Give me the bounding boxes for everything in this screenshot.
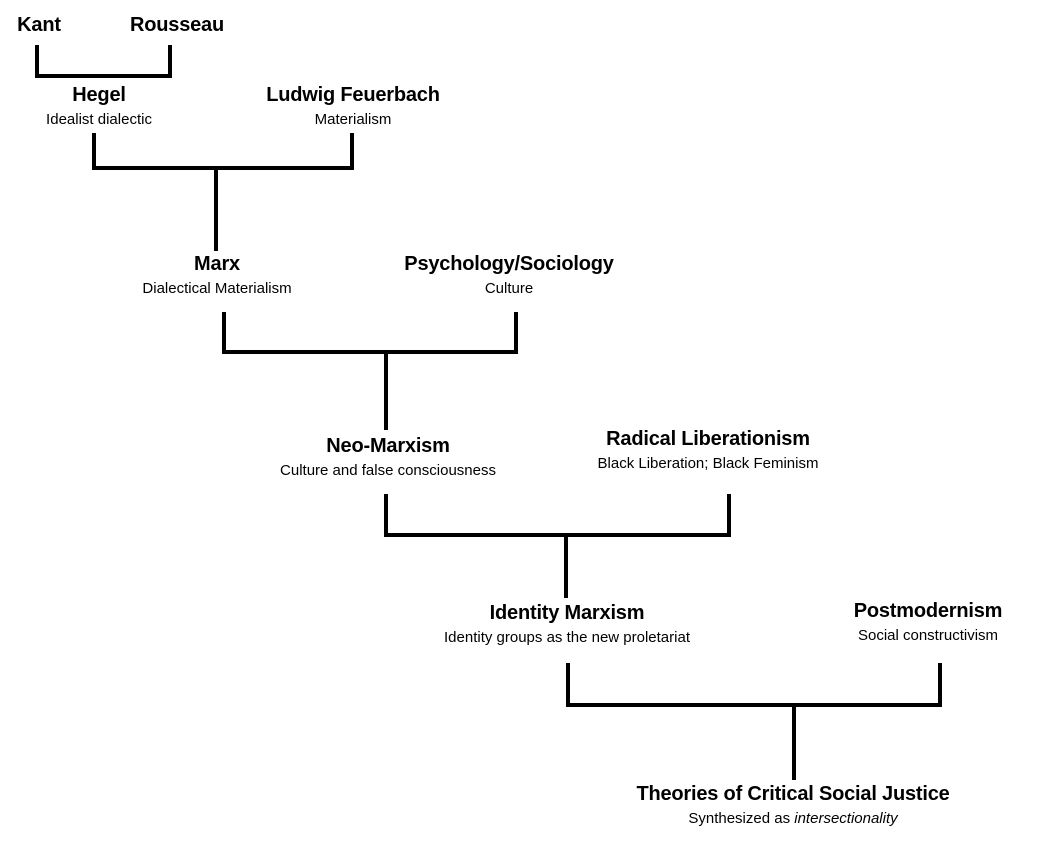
node-identity-marxism: Identity Marxism Identity groups as the …: [444, 601, 690, 647]
node-hegel-subtitle: Idealist dialectic: [46, 111, 152, 128]
node-critical-social-justice-subtitle: Synthesized as intersectionality: [636, 809, 949, 828]
node-neo-marxism-title: Neo-Marxism: [326, 435, 450, 457]
node-postmodernism-subtitle: Social constructivism: [857, 627, 999, 644]
bracket-hegel-feuerbach-left-line: [92, 133, 96, 170]
bracket-kant-rousseau-right-line: [168, 45, 172, 78]
node-marx-title: Marx: [194, 253, 240, 275]
node-radical-liberationism-title: Radical Liberationism: [606, 428, 810, 450]
node-rousseau-title: Rousseau: [130, 14, 224, 36]
node-feuerbach-title: Ludwig Feuerbach: [266, 84, 440, 106]
bracket-identity-postmodernism-left-line: [566, 663, 570, 707]
bracket-neo-radical-horizontal-line: [384, 533, 731, 537]
node-kant-title: Kant: [17, 14, 61, 36]
bracket-hegel-feuerbach-drop-line: [214, 166, 218, 251]
subtitle-italic: intersectionality: [794, 810, 898, 827]
node-radical-liberationism: Radical Liberationism Black Liberation; …: [598, 427, 819, 473]
bracket-identity-postmodernism-horizontal-line: [566, 703, 942, 707]
bracket-neo-radical-left-line: [384, 494, 388, 537]
node-identity-marxism-subtitle: Identity groups as the new proletariat: [444, 629, 690, 646]
node-radical-liberationism-subtitle: Black Liberation; Black Feminism: [597, 455, 819, 472]
bracket-marx-psychology-drop-line: [384, 350, 388, 430]
bracket-kant-rousseau-left-line: [35, 45, 39, 78]
node-hegel-title: Hegel: [72, 84, 126, 106]
node-neo-marxism-subtitle: Culture and false consciousness: [280, 462, 496, 479]
node-identity-marxism-title: Identity Marxism: [489, 602, 645, 624]
node-psychology-sociology: Psychology/Sociology Culture: [404, 252, 614, 298]
node-postmodernism-title: Postmodernism: [853, 600, 1003, 622]
bracket-hegel-feuerbach-right-line: [350, 133, 354, 170]
bracket-hegel-feuerbach-horizontal-line: [92, 166, 354, 170]
node-feuerbach: Ludwig Feuerbach Materialism: [266, 83, 440, 129]
bracket-identity-postmodernism-right-line: [938, 663, 942, 707]
node-postmodernism: Postmodernism Social constructivism: [854, 599, 1003, 645]
node-rousseau: Rousseau: [130, 13, 224, 37]
subtitle-prefix: Synthesized as: [688, 810, 795, 827]
node-critical-social-justice-title: Theories of Critical Social Justice: [636, 783, 950, 805]
node-marx: Marx Dialectical Materialism: [142, 252, 291, 298]
bracket-kant-rousseau-horizontal-line: [35, 74, 172, 78]
node-marx-subtitle: Dialectical Materialism: [142, 280, 292, 297]
node-psychology-sociology-subtitle: Culture: [484, 280, 534, 297]
node-hegel: Hegel Idealist dialectic: [46, 83, 152, 129]
node-feuerbach-subtitle: Materialism: [314, 111, 392, 128]
node-critical-social-justice: Theories of Critical Social Justice Synt…: [636, 782, 949, 828]
node-kant: Kant: [17, 13, 61, 37]
node-psychology-sociology-title: Psychology/Sociology: [404, 253, 614, 275]
bracket-neo-radical-drop-line: [564, 533, 568, 598]
bracket-neo-radical-right-line: [727, 494, 731, 537]
bracket-marx-psychology-left-line: [222, 312, 226, 354]
node-neo-marxism: Neo-Marxism Culture and false consciousn…: [280, 434, 496, 480]
bracket-marx-psychology-right-line: [514, 312, 518, 354]
bracket-marx-psychology-horizontal-line: [222, 350, 518, 354]
bracket-identity-postmodernism-drop-line: [792, 703, 796, 780]
